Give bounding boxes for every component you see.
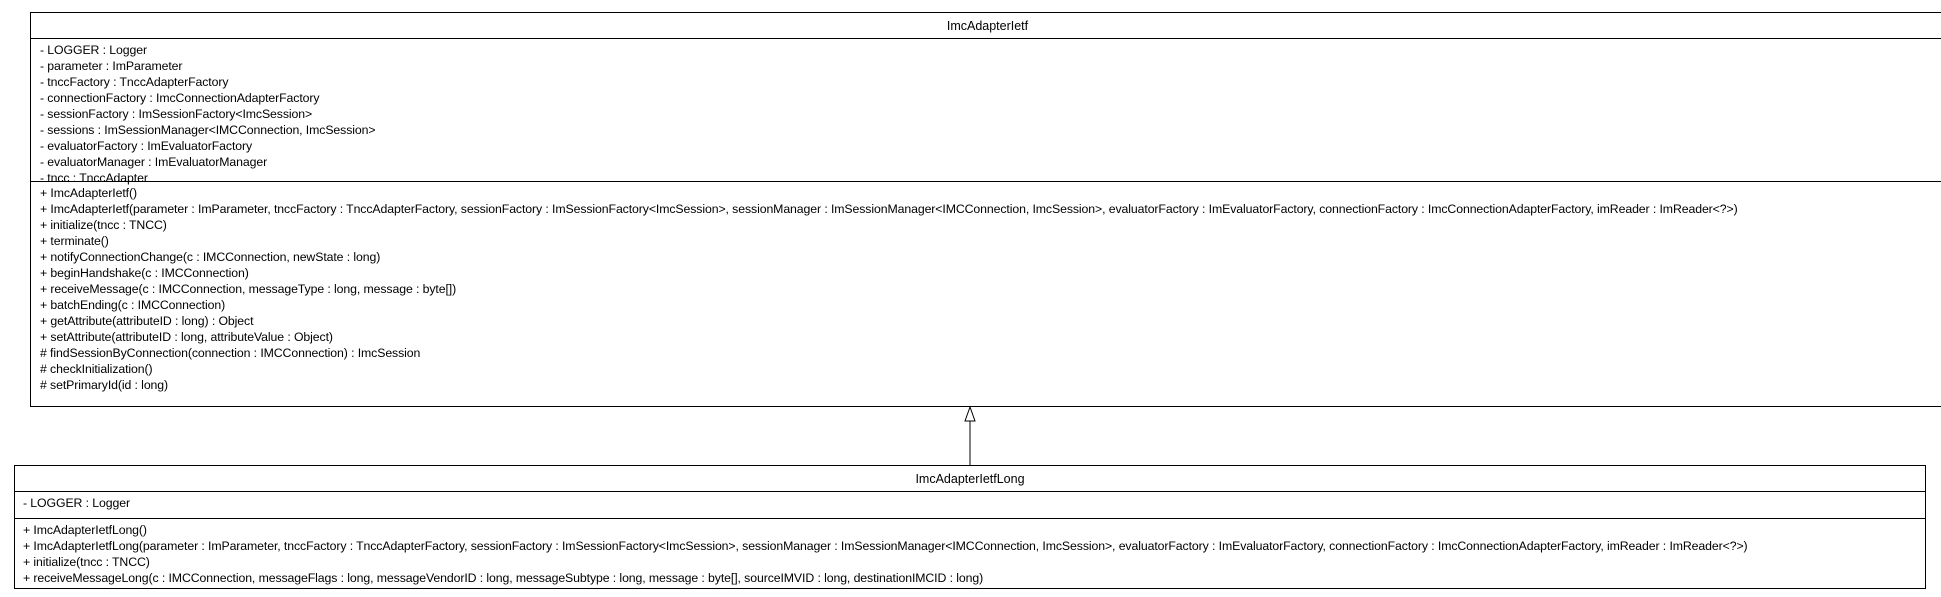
operation: + ImcAdapterIetf(parameter : ImParameter… [40,202,1738,216]
attribute: - LOGGER : Logger [23,496,130,510]
attribute: - tnccFactory : TnccAdapterFactory [40,75,229,89]
operation: + receiveMessage(c : IMCConnection, mess… [40,282,457,296]
class-box-imcadapterietflong: ImcAdapterIetfLong - LOGGER : Logger + I… [14,465,1926,589]
operation: # findSessionByConnection(connection : I… [40,346,421,360]
operations-compartment: + ImcAdapterIetfLong() + ImcAdapterIetfL… [15,518,1925,590]
operation: + ImcAdapterIetfLong(parameter : ImParam… [23,539,1748,553]
attribute: - tncc : TnccAdapter [40,171,148,185]
operation: + ImcAdapterIetf() [40,186,137,200]
attributes-compartment: - LOGGER : Logger [15,492,1925,518]
attribute: - evaluatorFactory : ImEvaluatorFactory [40,139,253,153]
attribute: - connectionFactory : ImcConnectionAdapt… [40,91,320,105]
operation: + initialize(tncc : TNCC) [23,555,150,569]
operation: + ImcAdapterIetfLong() [23,523,147,537]
operation: + getAttribute(attributeID : long) : Obj… [40,314,254,328]
class-name: ImcAdapterIetf [31,13,1941,39]
attribute: - parameter : ImParameter [40,59,183,73]
operation: + batchEnding(c : IMCConnection) [40,298,226,312]
operation: + notifyConnectionChange(c : IMCConnecti… [40,250,381,264]
operation: + receiveMessageLong(c : IMCConnection, … [23,571,984,585]
operation: + setAttribute(attributeID : long, attri… [40,330,333,344]
class-box-imcadapterietf: ImcAdapterIetf - LOGGER : Logger - param… [30,12,1941,407]
attributes-compartment: - LOGGER : Logger - parameter : ImParame… [31,39,1941,185]
attribute: - sessionFactory : ImSessionFactory<ImcS… [40,107,313,121]
operation: + terminate() [40,234,109,248]
attribute: - sessions : ImSessionManager<IMCConnect… [40,123,376,137]
operation: + beginHandshake(c : IMCConnection) [40,266,249,280]
attribute: - evaluatorManager : ImEvaluatorManager [40,155,268,169]
generalization-arrowhead [964,405,976,422]
operation: # checkInitialization() [40,362,153,376]
attribute: - LOGGER : Logger [40,43,147,57]
operation: + initialize(tncc : TNCC) [40,218,167,232]
class-name: ImcAdapterIetfLong [15,466,1925,492]
operations-compartment: + ImcAdapterIetf() + ImcAdapterIetf(para… [31,181,1941,397]
operation: # setPrimaryId(id : long) [40,378,169,392]
